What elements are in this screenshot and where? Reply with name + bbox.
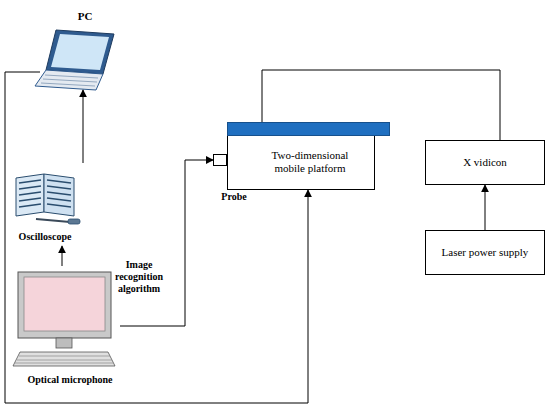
connector-arrow xyxy=(120,160,213,326)
monitor-screen xyxy=(24,277,105,331)
node-label: X vidicon xyxy=(430,156,540,169)
keyboard-row xyxy=(41,83,95,86)
monitor-stand xyxy=(56,338,72,348)
keyboard-keys xyxy=(15,356,113,363)
node-label: Optical microphone xyxy=(4,374,136,386)
keyboard-row xyxy=(43,79,97,82)
laptop-screen-frame xyxy=(46,30,114,74)
monitor-icon xyxy=(13,272,115,366)
probe-handle xyxy=(68,219,80,224)
microphone-node: Optical microphone xyxy=(12,266,120,392)
connector-arrow xyxy=(83,90,84,163)
process-box: Laser power supply xyxy=(425,230,545,275)
page-right xyxy=(44,174,74,216)
oscilloscope-icon xyxy=(16,174,80,224)
node-label: Probe xyxy=(209,191,259,203)
keyboard-row xyxy=(45,75,98,78)
laptop-icon xyxy=(35,30,114,90)
node-label: Laser power supply xyxy=(430,246,540,259)
connector-arrow xyxy=(485,185,486,230)
platform-box: Two-dimensional mobile platform xyxy=(227,122,375,190)
annotation-label: Image recognition algorithm xyxy=(110,259,168,295)
laptop-screen xyxy=(51,34,109,70)
node-label: PC xyxy=(65,10,105,23)
node-label: Two-dimensional mobile platform xyxy=(260,149,360,174)
page-left xyxy=(16,174,44,216)
process-box: X vidicon xyxy=(425,140,545,185)
page-lines xyxy=(19,180,71,207)
monitor-frame xyxy=(18,272,111,338)
connector-arrow xyxy=(62,246,63,266)
keyboard xyxy=(13,352,115,366)
computer-node: PC xyxy=(40,8,118,90)
node-label: Oscilloscope xyxy=(2,231,88,243)
laptop-base xyxy=(35,70,103,90)
probe-cable xyxy=(36,219,70,222)
platform-top-plate xyxy=(227,122,390,136)
oscilloscope-node: Oscilloscope xyxy=(12,163,102,246)
probe-box: Probe xyxy=(213,154,227,166)
